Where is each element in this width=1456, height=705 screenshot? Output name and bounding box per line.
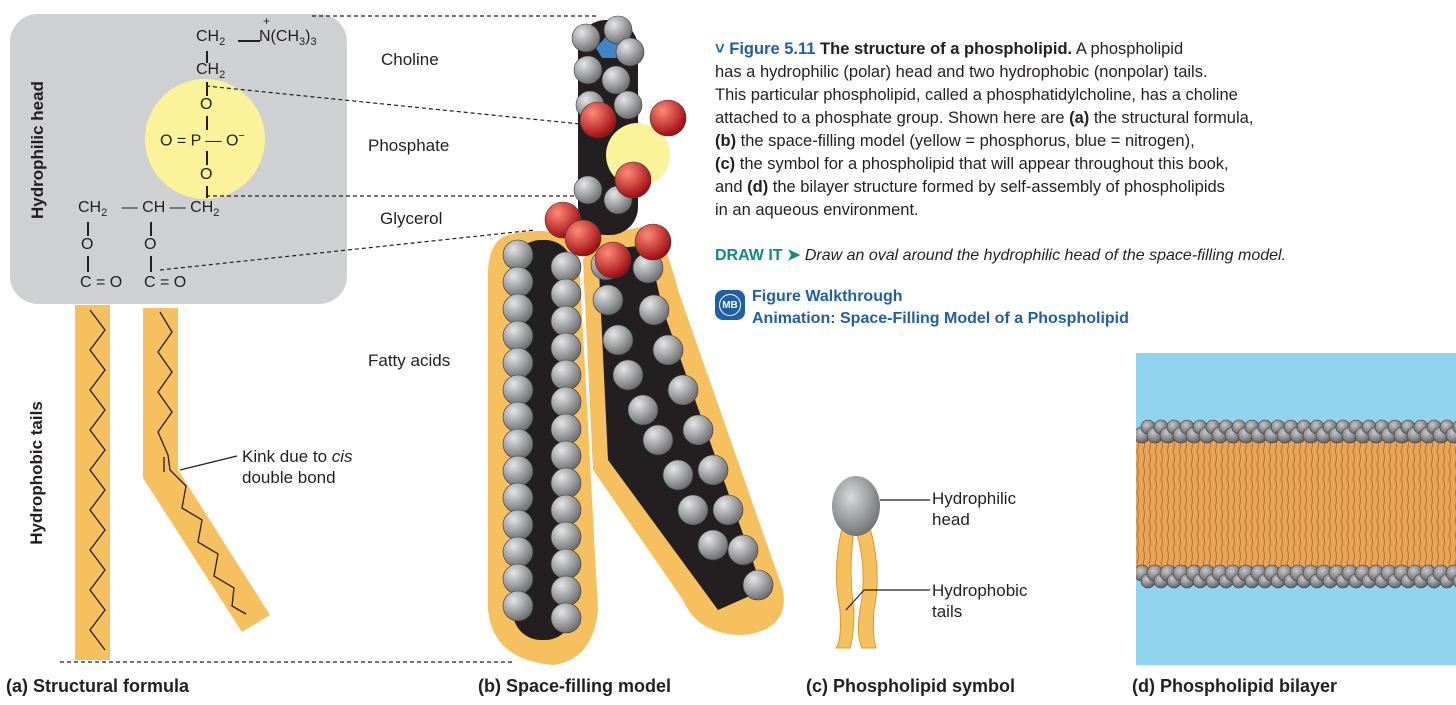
panel-c-label: (c) Phospholipid symbol	[806, 676, 1015, 697]
hydrogen-atom	[574, 176, 602, 204]
hydrogen-atom	[614, 91, 642, 119]
figure-caption: ˅ Figure 5.11 The structure of a phospho…	[715, 38, 1450, 222]
hydrogen-atom	[572, 24, 600, 52]
hydrogen-atom	[593, 285, 623, 315]
oxygen-atom	[635, 224, 671, 260]
animation-link[interactable]: Animation: Space-Filling Model of a Phos…	[752, 310, 1129, 328]
hydrogen-atom	[503, 456, 533, 486]
fatty-acids-label: Fatty acids	[368, 351, 450, 371]
symbol-tail-right	[856, 528, 877, 648]
hydrogen-atom	[698, 455, 728, 485]
hydrogen-atom	[728, 535, 758, 565]
oxygen-atom	[595, 242, 631, 278]
hydrogen-atom	[678, 495, 708, 525]
hydrogen-atom	[551, 333, 581, 363]
hydrogen-atom	[551, 279, 581, 309]
figure-walkthrough-link[interactable]: Figure Walkthrough	[752, 288, 903, 306]
hydrogen-atom	[551, 306, 581, 336]
hydrogen-atom	[551, 414, 581, 444]
hydrogen-atom	[551, 603, 581, 633]
hydrogen-atom	[574, 56, 602, 84]
glycerol-label: Glycerol	[380, 209, 442, 229]
hydrogen-atom	[551, 387, 581, 417]
symbol-head	[832, 476, 880, 536]
hydrogen-atom	[503, 294, 533, 324]
bilayer-heads-top	[1136, 420, 1456, 443]
hydrogen-atom	[503, 375, 533, 405]
hydrogen-atom	[503, 402, 533, 432]
hydrogen-atom	[551, 549, 581, 579]
hydrogen-atom	[603, 325, 633, 355]
hydrogen-atom	[643, 425, 673, 455]
phosphate-label: Phosphate	[368, 136, 449, 156]
hydrogen-atom	[551, 441, 581, 471]
hydrogen-atom	[503, 564, 533, 594]
hydrogen-atom	[551, 360, 581, 390]
bilayer-heads-bottom	[1136, 565, 1456, 588]
hydrogen-atom	[503, 483, 533, 513]
hydrogen-atom	[503, 537, 533, 567]
hydrogen-atom	[551, 468, 581, 498]
hydrogen-atom	[639, 295, 669, 325]
oxygen-atom	[650, 100, 686, 136]
hydrogen-atom	[698, 530, 728, 560]
choline-label: Choline	[381, 50, 439, 70]
hydrogen-atom	[616, 38, 644, 66]
panel-b-label: (b) Space-filling model	[478, 676, 671, 697]
hydrogen-atom	[503, 321, 533, 351]
panel-a-label: (a) Structural formula	[6, 676, 189, 697]
oxygen-atom	[565, 220, 601, 256]
panel-d-label: (d) Phospholipid bilayer	[1132, 676, 1337, 697]
hydrogen-atom	[503, 348, 533, 378]
oxygen-atom	[615, 162, 651, 198]
phospholipid-bilayer	[1136, 353, 1456, 665]
hydrogen-atom	[503, 591, 533, 621]
hydrogen-atom	[551, 495, 581, 525]
figure-label: ˅ Figure 5.11	[715, 40, 815, 58]
hydrogen-atom	[503, 240, 533, 270]
hydrogen-atom	[653, 335, 683, 365]
hydrogen-atom	[602, 66, 630, 94]
hydrogen-atom	[551, 252, 581, 282]
bilayer-tail-region	[1136, 439, 1456, 569]
oxygen-atom	[580, 102, 616, 138]
phospholipid-symbol	[820, 470, 940, 660]
symbol-tail-left	[836, 528, 854, 648]
hydrogen-atom	[503, 267, 533, 297]
hydrogen-atom	[613, 360, 643, 390]
hydrogen-atom	[503, 429, 533, 459]
hydrogen-atom	[628, 395, 658, 425]
hydrogen-atom	[551, 576, 581, 606]
hydrogen-atom	[683, 415, 713, 445]
hydrogen-atom	[663, 460, 693, 490]
hydrogen-atom	[713, 495, 743, 525]
hydrogen-atom	[503, 510, 533, 540]
hydrogen-atom	[668, 375, 698, 405]
draw-it-prompt: DRAW IT ➤ Draw an oval around the hydrop…	[715, 245, 1286, 265]
hydrogen-atom	[743, 570, 773, 600]
hydrogen-atom	[551, 522, 581, 552]
mastering-biology-icon[interactable]: MB	[715, 290, 745, 320]
